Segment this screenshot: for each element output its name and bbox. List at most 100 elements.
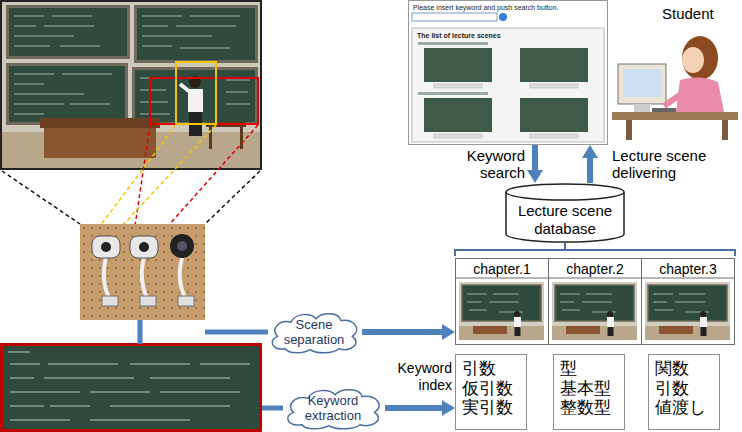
flow-lines-part [205,330,268,335]
camera-photo-part [170,234,194,258]
edge-label-holder: Keyword search [430,147,525,181]
student-illustration-part [722,120,728,140]
search-window: Please insert keyword and push search bu… [408,0,608,145]
arrow-head [582,145,598,158]
arrow-head [442,324,455,340]
search-window-screen-part [412,28,604,142]
blackboard-photo-part [8,352,250,420]
camera-photo-part [177,241,187,251]
view-lines [2,125,260,226]
search-window-screen-part [530,84,578,88]
lecture-room-photo [1,1,261,169]
node-text: 引数 仮引数 実引数 [462,359,520,418]
search-window-screen-part [418,42,488,45]
node-text: Keyword extraction [293,393,373,423]
view-lines-part [2,171,260,224]
node-text: chapter.3 [642,261,734,278]
flow-arrow [582,145,598,183]
search-window-screen-part [434,84,482,88]
keyword-box: 引数 仮引数 実引数 [455,354,527,430]
database-cylinder: Lecture scene database [505,183,625,243]
search-window-screen-part [418,92,488,95]
node-text: chapter.2 [549,261,641,278]
student-illustration-part [634,104,650,112]
student-illustration-part [682,36,718,80]
edge-label: Lecture scene delivering [612,147,740,181]
student-illustration-part [618,64,666,104]
chapter-cell: chapter.2 [548,258,642,345]
chapter-thumbnails-part [455,278,735,279]
camera-photo-part [178,296,194,306]
blackboard-photo-part [2,345,261,431]
search-window-screen-part [499,13,507,21]
student-illustration-part [664,92,684,106]
search-window-screen-part [424,48,492,82]
camera-photo-part [80,224,205,320]
flow-lines [140,320,283,408]
student-illustration-part [612,112,738,120]
blackboard-photo [2,345,261,431]
edge-label: Keyword search [430,147,525,181]
search-window-screen-part [412,13,497,21]
chapter-thumbnails-part [645,282,730,340]
node-text: Please insert keyword and push search bu… [413,3,603,12]
lecture-room-photo-part [40,118,160,128]
lecture-room-photo-part [240,127,243,149]
camera-photo-part [104,258,186,300]
flow-lines-part [262,406,283,411]
student-illustration-part [626,120,632,140]
lecture-room-photo-part [6,5,130,59]
search-window-screen-part [409,1,608,145]
search-window-screen-part [530,134,578,138]
arrow-head [527,170,543,183]
cylinder-top [506,184,624,200]
figure-label: Student [662,5,737,22]
chapter-cell: chapter.3 [641,258,735,345]
node-text: 型 基本型 整数型 [560,359,618,418]
chapter-thumbnails-part [459,282,544,340]
camera-photo-part [102,296,118,306]
node-text: The list of lecture scenes [417,31,603,40]
camera-photo-part [130,236,158,258]
edge-label: Keyword index [386,360,452,394]
chapter-cell: chapter.1 [455,258,549,345]
view-lines-part [135,125,258,226]
database-bracket [455,243,735,256]
search-window-screen-part [520,98,588,132]
chapter-thumbnails-part [552,282,637,340]
camera-photo [80,224,205,320]
flow-arrow [362,324,455,340]
lecture-room-photo-part [180,84,190,92]
lecture-room-photo-part [134,5,258,63]
camera-photo-part [101,242,111,252]
flow-arrow [527,145,543,183]
lecture-room-photo-part [14,16,250,114]
search-window-screen-part [520,48,588,82]
search-window-screen [409,1,608,145]
lecture-room-photo-part [188,89,203,112]
search-window-screen-part [424,98,492,132]
camera-photo-part [139,242,149,252]
keyword-box: 型 基本型 整数型 [553,354,625,430]
arrow-shaft [385,405,443,411]
arrow-shaft [532,145,538,171]
node-text: 関数 引数 値渡し [655,359,713,418]
keyword-box: 関数 引数 値渡し [648,354,720,430]
cloud-shape [288,390,380,429]
node-text: Scene separation [278,317,350,347]
process-cloud: Keyword extraction [281,386,385,430]
camera-photo-part [80,224,205,320]
student-illustration-part [623,69,661,97]
lecture-room-photo-part [150,78,258,124]
student-illustration-part [652,108,676,112]
lecture-room-photo-part [44,128,156,158]
node-text: Lecture scene database [511,202,619,238]
camera-photo-part [140,296,156,306]
edge-label-holder: Keyword index [386,360,452,394]
student-illustration [612,36,738,140]
node-text: chapter.1 [456,261,548,278]
edge-label-holder: Lecture scene delivering [612,147,740,181]
